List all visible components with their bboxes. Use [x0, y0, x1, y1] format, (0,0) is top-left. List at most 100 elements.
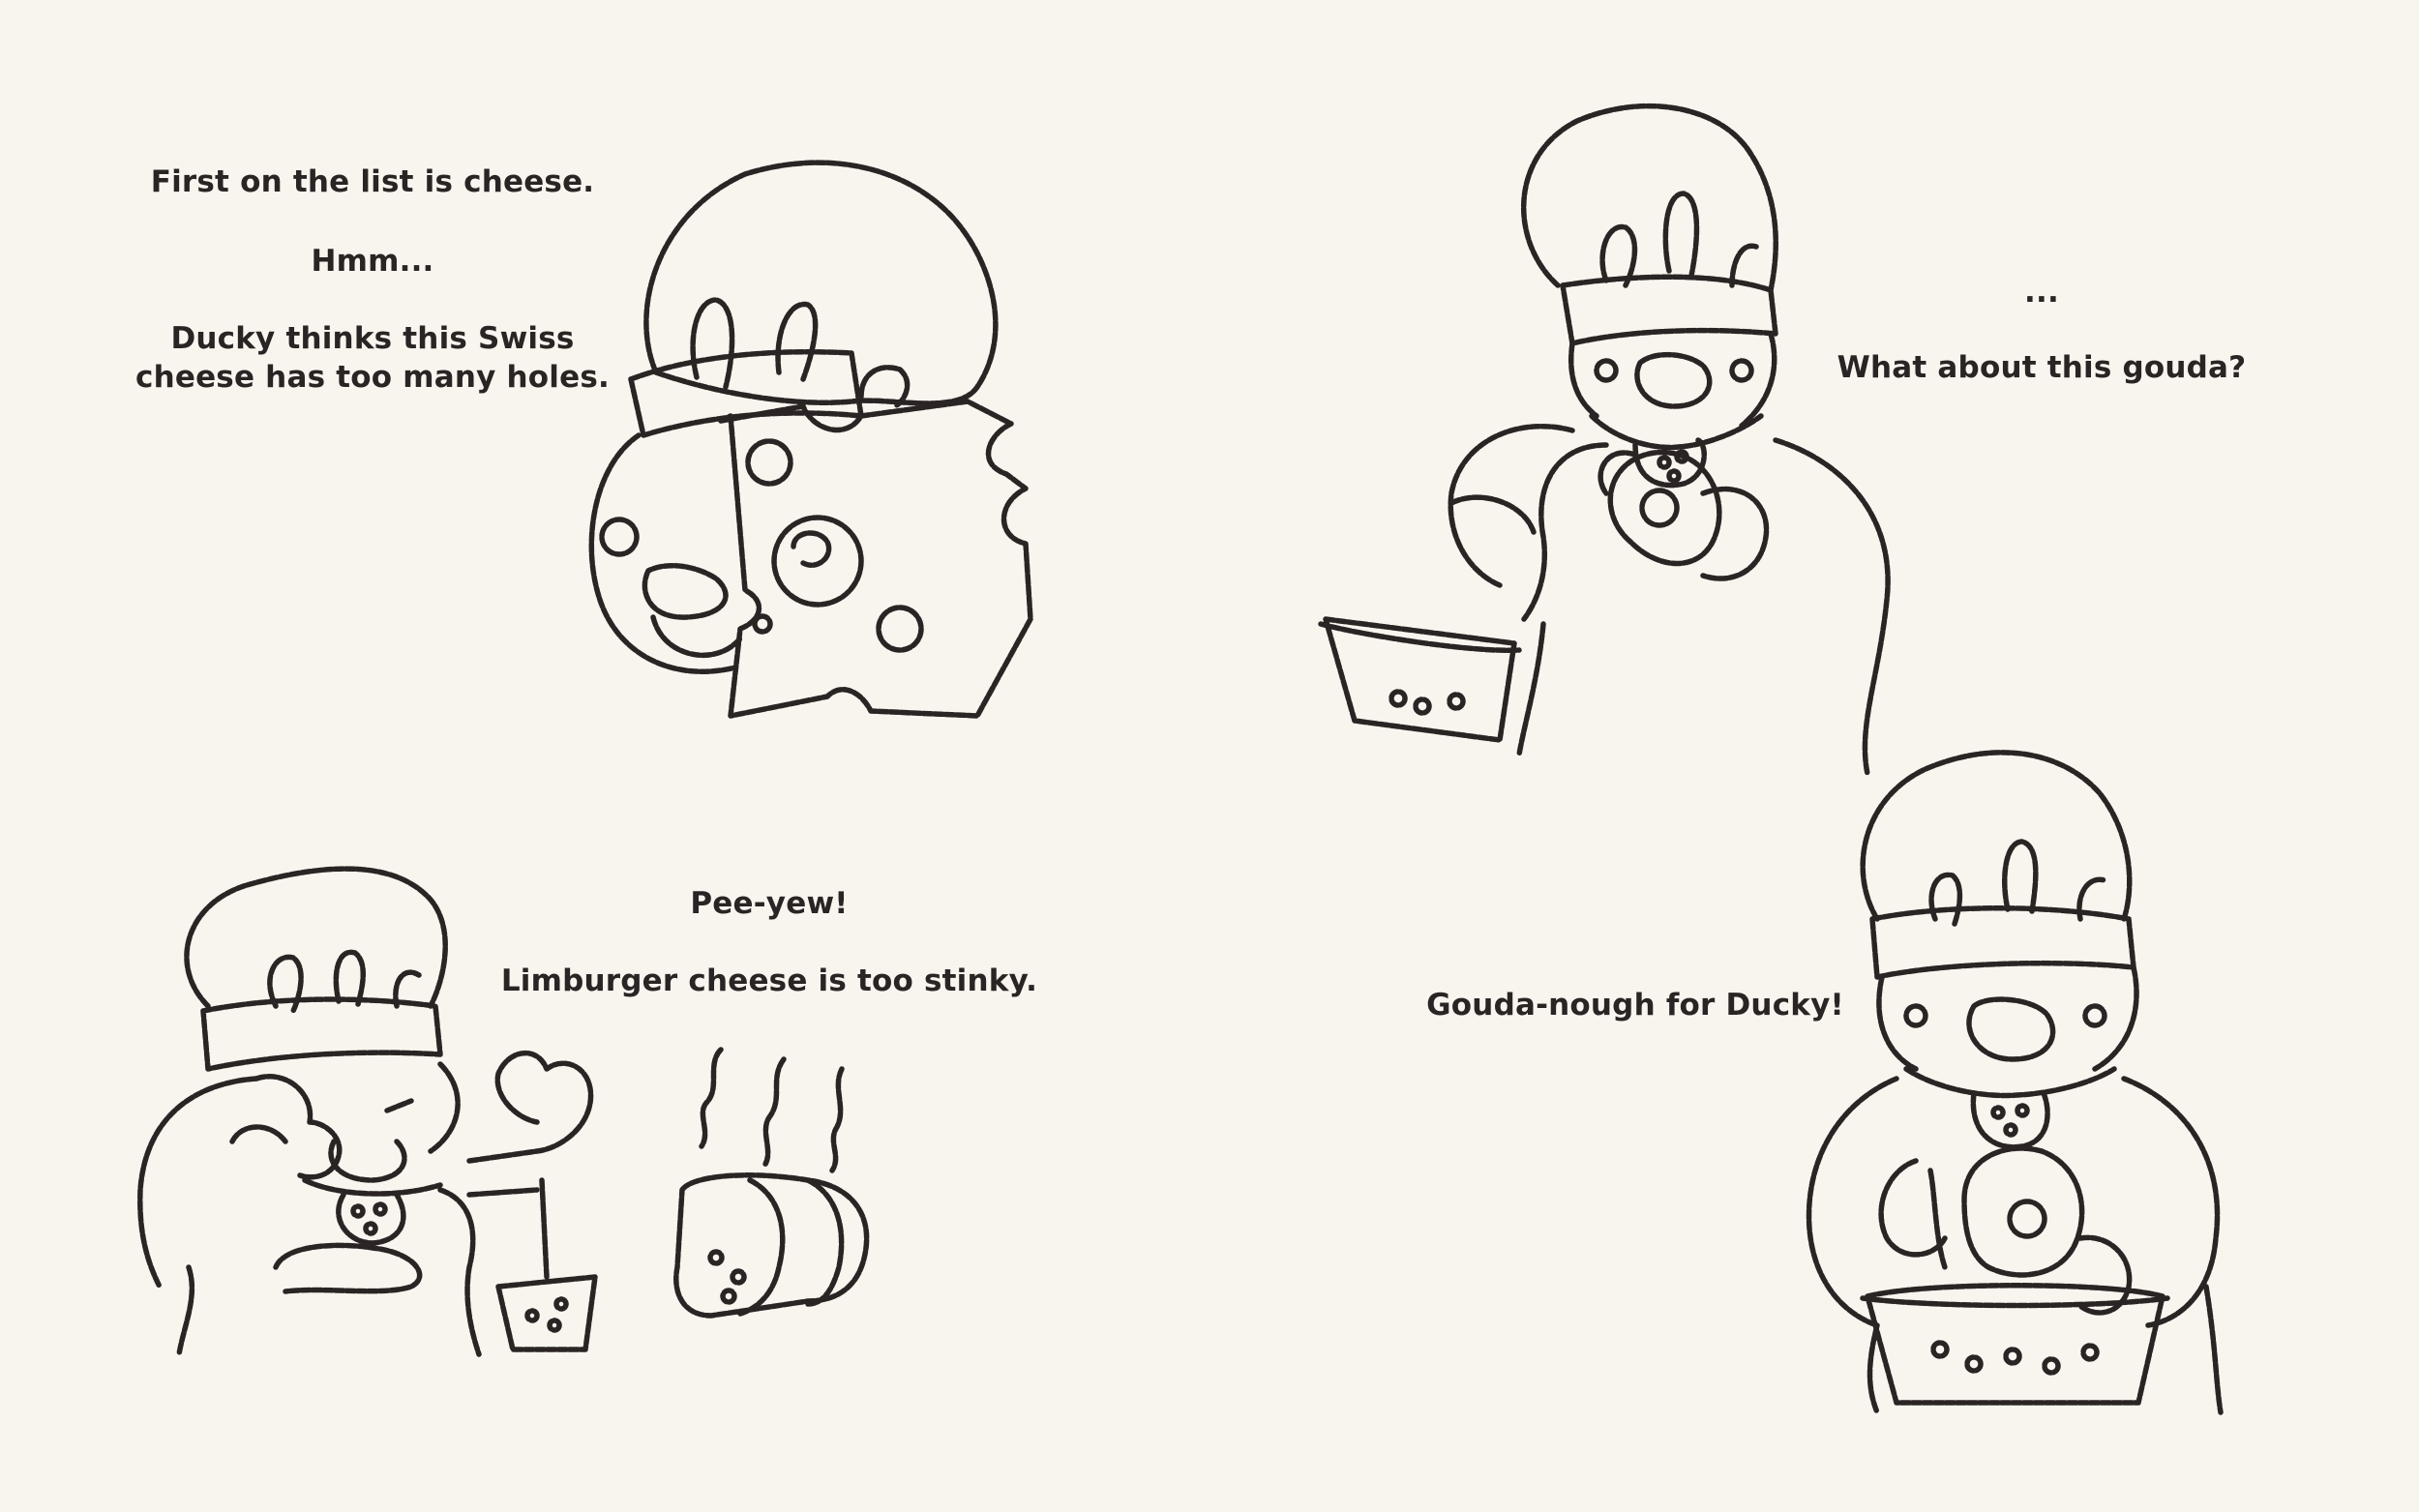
ducky-scarf-knot — [1970, 1090, 2050, 1150]
chef-hat-puff — [1860, 750, 2133, 922]
panel2-line2: What about this gouda? — [1837, 350, 2247, 385]
limburger-slice — [737, 1177, 786, 1317]
basket-hole — [1447, 692, 1466, 711]
ducky-eye — [1594, 358, 1619, 383]
chef-hat-rib — [858, 365, 911, 409]
basket-hole — [524, 1308, 540, 1323]
ducky-eye — [1729, 358, 1754, 383]
ducky-arm-left — [1448, 424, 1609, 622]
basket-string — [539, 1177, 550, 1280]
ducky-hand — [1448, 494, 1537, 535]
ducky-scarf — [1903, 1066, 2117, 1099]
panel3-line1: Pee-yew! — [690, 886, 849, 921]
basket-hole — [553, 1296, 569, 1312]
ducky-head — [1876, 964, 2139, 1072]
cheese-hole-swirl — [791, 530, 832, 568]
ducky-body-inner-left — [1867, 1322, 1880, 1415]
chef-hat-puff — [643, 160, 999, 406]
chef-hat-rib — [333, 949, 366, 1007]
panel1-line1: First on the list is cheese. — [150, 164, 595, 199]
limburger-hole — [707, 1249, 725, 1266]
ducky-scarf — [1589, 413, 1764, 451]
basket-hole — [2003, 1347, 2022, 1366]
panel4-line1: Gouda-nough for Ducky! — [1426, 988, 1844, 1023]
chef-hat-rib — [690, 297, 735, 390]
ducky-scarf — [302, 1177, 443, 1197]
ducky-body — [1773, 437, 1891, 777]
ducky-eye — [1903, 1003, 1928, 1028]
chef-hat-rib — [1928, 872, 1963, 927]
ducky-body — [176, 1187, 482, 1357]
ducky-limburger-svg — [137, 866, 870, 1357]
chef-hat-band — [200, 996, 443, 1072]
ducky-head — [428, 1061, 461, 1154]
ducky-beak-lower — [650, 614, 743, 658]
gouda-cheese — [1607, 449, 1722, 567]
ducky-beak — [1634, 351, 1713, 409]
scarf-dot — [2015, 1103, 2030, 1118]
limburger-hole — [730, 1268, 747, 1286]
basket-hole — [1389, 689, 1408, 708]
panel1-line2: Hmm... — [311, 244, 434, 279]
limburger-cheese — [673, 1172, 870, 1319]
gouda-wheel — [1961, 1145, 2085, 1278]
ducky-beak — [642, 562, 729, 620]
ducky-happy-gouda-illustration — [1790, 745, 2293, 1422]
cheese-hole — [876, 605, 924, 653]
panel2-line1: ... — [2024, 275, 2059, 310]
swiss-cheese-wedge — [718, 399, 1033, 719]
ducky-arm-right — [2121, 1076, 2221, 1328]
ducky-happy-gouda-svg — [1806, 750, 2224, 1415]
ducky-basket-gouda-svg — [1318, 103, 1891, 777]
chef-hat-rib — [1599, 223, 1638, 288]
ducky-scarf-knot — [336, 1192, 406, 1246]
basket — [1323, 616, 1517, 743]
ducky-head — [1568, 331, 1777, 429]
basket — [495, 1274, 598, 1352]
chef-hat-rib — [267, 954, 304, 1014]
chef-hat-rib — [775, 301, 819, 382]
chef-hat-rib — [2076, 876, 2107, 922]
chef-hat-puff — [1521, 103, 1778, 293]
ducky-arm-right — [466, 1051, 594, 1164]
ducky-eye — [2082, 1003, 2107, 1028]
chef-hat-rib — [393, 969, 422, 1009]
ducky-swiss-cheese-svg — [588, 160, 1033, 719]
ducky-fingers — [254, 1074, 343, 1180]
gouda-hole — [2007, 1199, 2047, 1239]
ducky-hand-pinch — [137, 1076, 259, 1290]
ducky-swiss-cheese-illustration — [571, 155, 1055, 735]
basket-hole — [1413, 697, 1432, 716]
ducky-hand-behind — [1598, 450, 1638, 496]
panel3-line2: Limburger cheese is too stinky. — [500, 964, 1038, 998]
stink-line — [699, 1047, 724, 1149]
chef-hat-rib — [1662, 191, 1700, 279]
cheese-hole — [745, 438, 793, 487]
chef-hat-puff — [184, 866, 448, 1009]
ducky-finger-curl — [229, 1124, 288, 1144]
panel1-line3b: cheese has too many holes. — [135, 360, 610, 395]
basket-rim — [1860, 1295, 2170, 1309]
ducky-hand-left — [1878, 1158, 1948, 1258]
basket-rim — [1318, 621, 1522, 654]
gouda-hole — [1639, 488, 1680, 528]
scarf-dot — [1990, 1105, 2006, 1120]
basket-hole — [2042, 1356, 2061, 1376]
chef-hat-rib — [1729, 243, 1759, 288]
basket-hole — [1930, 1340, 1950, 1359]
scarf-dot — [2003, 1122, 2018, 1138]
ducky-body-left — [1516, 621, 1546, 757]
ducky-belly — [273, 1242, 423, 1294]
cheese-hole — [752, 613, 773, 635]
ducky-basket-gouda-illustration — [1316, 97, 1945, 777]
limburger-hole — [720, 1288, 737, 1305]
scarf-dot — [363, 1221, 378, 1236]
gouda-wedge-line — [1927, 1168, 1948, 1270]
chef-hat-rib — [2002, 839, 2039, 914]
chef-hat-band — [1869, 905, 2136, 980]
ducky-arm-left — [1806, 1076, 1899, 1328]
basket-hole — [2080, 1343, 2100, 1362]
ducky-beak — [328, 1139, 407, 1183]
limburger-slice — [805, 1177, 845, 1307]
